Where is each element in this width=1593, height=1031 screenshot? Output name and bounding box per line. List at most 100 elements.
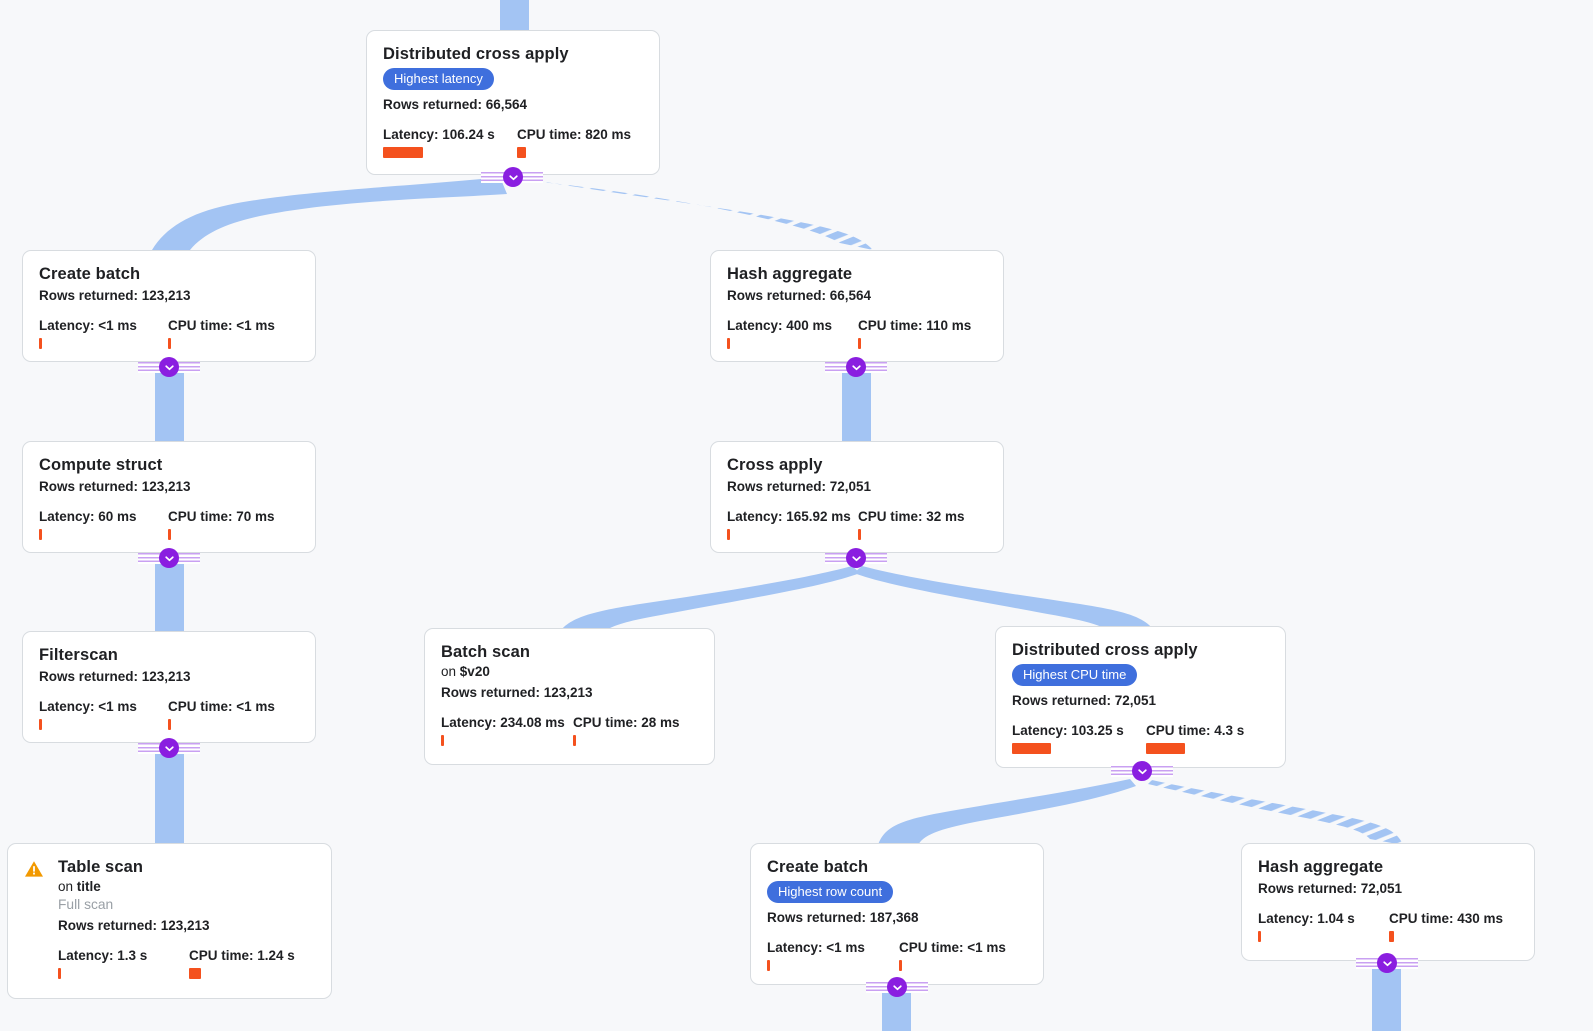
cpu-time-label: CPU time: 430 ms xyxy=(1389,911,1504,926)
plan-node-filterscan[interactable]: Filterscan Rows returned: 123,213 Latenc… xyxy=(22,631,316,743)
plan-node-create-batch-bottom[interactable]: Create batch Highest row count Rows retu… xyxy=(750,843,1044,985)
edge-n1-n3 xyxy=(518,178,873,250)
rows-returned: Rows returned: 123,213 xyxy=(58,918,210,933)
on-prefix-label: on xyxy=(441,664,457,679)
cpu-time-label: CPU time: 820 ms xyxy=(517,127,632,142)
latency-label: Latency: 106.24 s xyxy=(383,127,495,142)
plan-node-create-batch-left[interactable]: Create batch Rows returned: 123,213 Late… xyxy=(22,250,316,362)
rows-returned: Rows returned: 72,051 xyxy=(1012,693,1157,708)
plan-node-batch-scan[interactable]: Batch scan on $v20 Rows returned: 123,21… xyxy=(424,628,715,765)
latency-metric: Latency: 234.08 ms xyxy=(441,714,573,746)
collapse-handle-n5[interactable] xyxy=(846,548,866,568)
node-title: Batch scan xyxy=(441,643,531,661)
cpu-metric: CPU time: 4.3 s xyxy=(1146,722,1244,754)
rows-returned: Rows returned: 123,213 xyxy=(441,685,593,700)
on-target-value: title xyxy=(76,879,101,894)
latency-label: Latency: 400 ms xyxy=(727,318,833,333)
cpu-time-bar xyxy=(168,719,171,730)
cpu-metric: CPU time: 70 ms xyxy=(168,508,275,540)
latency-metric: Latency: 165.92 ms xyxy=(727,508,858,540)
plan-node-compute-struct[interactable]: Compute struct Rows returned: 123,213 La… xyxy=(22,441,316,553)
latency-metric: Latency: 60 ms xyxy=(39,508,168,540)
latency-bar xyxy=(39,338,42,349)
rows-returned: Rows returned: 66,564 xyxy=(383,97,528,112)
status-badge-highest-cpu-time: Highest CPU time xyxy=(1012,664,1138,686)
latency-label: Latency: <1 ms xyxy=(39,699,137,714)
latency-bar xyxy=(39,719,42,730)
cpu-time-label: CPU time: 28 ms xyxy=(573,715,680,730)
collapse-handle-n6[interactable] xyxy=(159,738,179,758)
rows-returned: Rows returned: 123,213 xyxy=(39,669,191,684)
cpu-time-bar xyxy=(517,147,526,158)
latency-metric: Latency: 400 ms xyxy=(727,317,858,349)
cpu-metric: CPU time: 32 ms xyxy=(858,508,965,540)
status-badge-highest-latency: Highest latency xyxy=(383,68,494,90)
node-on-target: on $v20 xyxy=(441,663,698,681)
node-title: Hash aggregate xyxy=(727,265,853,283)
cpu-time-label: CPU time: 1.24 s xyxy=(189,948,295,963)
node-title: Hash aggregate xyxy=(1258,858,1384,876)
plan-node-cross-apply[interactable]: Cross apply Rows returned: 72,051 Latenc… xyxy=(710,441,1004,553)
node-on-target: on title xyxy=(58,878,315,896)
cpu-metric: CPU time: 820 ms xyxy=(517,126,631,158)
latency-label: Latency: 165.92 ms xyxy=(727,509,851,524)
plan-node-distributed-cross-apply-sub[interactable]: Distributed cross apply Highest CPU time… xyxy=(995,626,1286,768)
cpu-time-label: CPU time: 110 ms xyxy=(858,318,972,333)
collapse-handle-n2[interactable] xyxy=(159,357,179,377)
cpu-time-bar xyxy=(189,968,201,979)
cpu-time-bar xyxy=(573,735,576,746)
plan-node-table-scan[interactable]: Table scan on title Full scan Rows retur… xyxy=(7,843,332,999)
cpu-time-bar xyxy=(168,338,171,349)
cpu-time-label: CPU time: <1 ms xyxy=(168,318,275,333)
rows-returned: Rows returned: 66,564 xyxy=(727,288,872,303)
chevron-down-icon xyxy=(892,984,902,990)
collapse-handle-n1[interactable] xyxy=(503,167,523,187)
chevron-down-icon xyxy=(508,174,518,180)
edge-n6-n9 xyxy=(155,743,184,843)
cpu-metric: CPU time: 28 ms xyxy=(573,714,680,746)
cpu-time-label: CPU time: 70 ms xyxy=(168,509,275,524)
latency-bar xyxy=(383,147,423,158)
cpu-metric: CPU time: <1 ms xyxy=(168,317,275,349)
cpu-time-label: CPU time: 32 ms xyxy=(858,509,965,524)
latency-label: Latency: 1.04 s xyxy=(1258,911,1355,926)
chevron-down-icon xyxy=(1382,960,1392,966)
node-title: Distributed cross apply xyxy=(1012,641,1198,659)
collapse-handle-n4[interactable] xyxy=(159,548,179,568)
latency-metric: Latency: 106.24 s xyxy=(383,126,517,158)
latency-bar xyxy=(1012,743,1051,754)
status-badge-highest-row-count: Highest row count xyxy=(767,881,894,903)
node-title: Create batch xyxy=(767,858,869,876)
chevron-down-icon xyxy=(164,364,174,370)
latency-metric: Latency: 1.3 s xyxy=(58,947,189,979)
node-title: Compute struct xyxy=(39,456,163,474)
latency-bar xyxy=(727,529,730,540)
chevron-down-icon xyxy=(851,364,861,370)
collapse-handle-n10[interactable] xyxy=(887,977,907,997)
plan-node-distributed-cross-apply-root[interactable]: Distributed cross apply Highest latency … xyxy=(366,30,660,175)
edge-n8-n11 xyxy=(1148,780,1403,845)
plan-node-hash-aggregate-bottom[interactable]: Hash aggregate Rows returned: 72,051 Lat… xyxy=(1241,843,1535,961)
plan-node-hash-aggregate-mid[interactable]: Hash aggregate Rows returned: 66,564 Lat… xyxy=(710,250,1004,362)
node-title: Distributed cross apply xyxy=(383,45,569,63)
chevron-down-icon xyxy=(1137,768,1147,774)
collapse-handle-n11[interactable] xyxy=(1377,953,1397,973)
collapse-handle-n8[interactable] xyxy=(1132,761,1152,781)
cpu-time-bar xyxy=(858,529,861,540)
latency-bar xyxy=(767,960,770,971)
latency-metric: Latency: <1 ms xyxy=(39,698,168,730)
node-title: Filterscan xyxy=(39,646,118,664)
cpu-time-label: CPU time: 4.3 s xyxy=(1146,723,1245,738)
latency-bar xyxy=(727,338,730,349)
cpu-metric: CPU time: 1.24 s xyxy=(189,947,295,979)
chevron-down-icon xyxy=(851,555,861,561)
cpu-time-label: CPU time: <1 ms xyxy=(899,940,1006,955)
edge-root-stub xyxy=(500,0,529,30)
warning-triangle-icon xyxy=(25,861,43,877)
edge-n11-stub xyxy=(1372,964,1401,1031)
scan-type-note: Full scan xyxy=(58,897,114,912)
chevron-down-icon xyxy=(164,745,174,751)
on-prefix-label: on xyxy=(58,879,74,894)
collapse-handle-n3[interactable] xyxy=(846,357,866,377)
